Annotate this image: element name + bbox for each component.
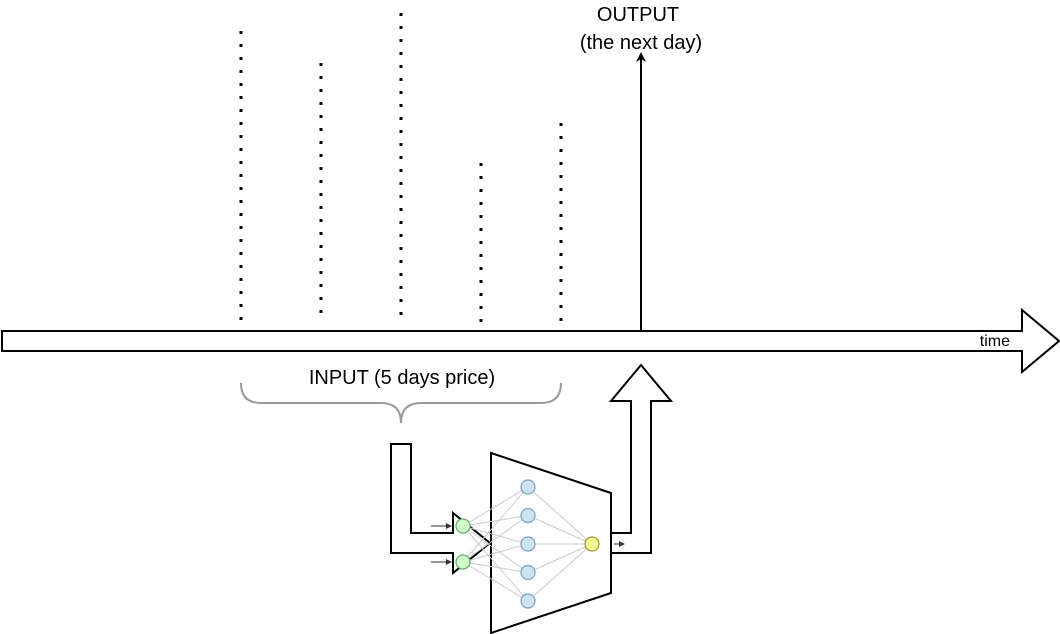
nn-hidden-node <box>520 479 536 495</box>
output-label: OUTPUT <box>597 4 679 26</box>
nn-connection <box>462 525 529 545</box>
nn-connection <box>527 543 593 602</box>
nn-connection <box>462 525 529 573</box>
nn-connection <box>462 525 529 602</box>
neural-network-icon <box>431 479 625 609</box>
nn-connection <box>462 561 529 573</box>
nn-connection <box>462 515 529 563</box>
network-trapezoid <box>490 451 612 634</box>
nn-connection <box>527 515 593 545</box>
nn-connection <box>527 486 593 545</box>
nn-connection <box>462 486 529 563</box>
nn-connection <box>462 515 529 527</box>
input-label: INPUT (5 days price) <box>309 367 495 389</box>
nn-input-node <box>455 518 471 534</box>
nn-connection <box>462 543 529 563</box>
input-brace <box>240 382 562 424</box>
nn-hidden-node <box>520 564 536 581</box>
nn-hidden-node <box>520 507 536 524</box>
time-axis-arrow <box>1 307 1060 375</box>
nn-output-node <box>584 536 600 552</box>
output-sublabel: (the next day) <box>580 32 702 54</box>
price-bars <box>239 13 563 322</box>
nn-connection <box>462 561 529 602</box>
nn-connection <box>462 486 529 527</box>
nn-hidden-node <box>520 536 536 552</box>
nn-hidden-node <box>520 593 536 609</box>
time-label: time <box>980 333 1010 350</box>
nn-connection <box>527 543 593 573</box>
nn-input-node <box>455 554 471 570</box>
network-output-arrow <box>608 363 674 554</box>
